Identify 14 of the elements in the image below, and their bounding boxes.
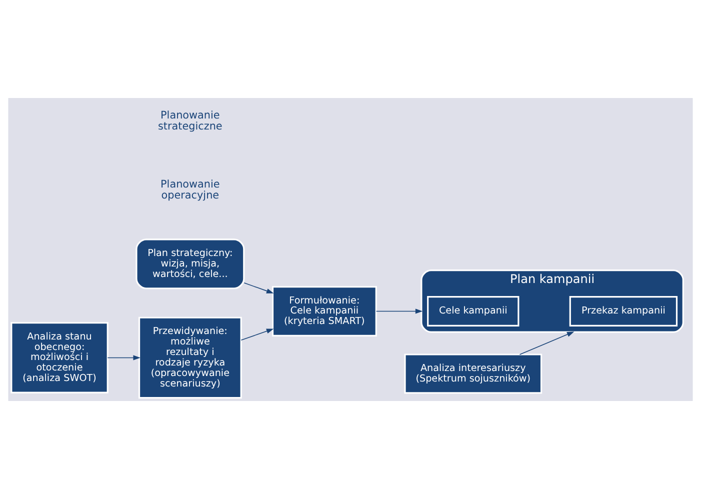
node-box: Plan strategiczny: wizja, misja, wartości, cele...	[136, 238, 245, 290]
label: Planowanie strategiczne	[158, 109, 222, 133]
arrow	[376, 308, 423, 314]
arrow	[244, 282, 274, 294]
node-box: Przewidywanie: możliwe rezultaty i rodzaje ryzyka (opracowywanie scenariuszy)	[138, 316, 242, 399]
node-box: Analiza stanu obecnego: możliwości i otoczenie (analiza SWOT)	[10, 322, 108, 394]
node-box: Cele kampanii	[427, 296, 520, 326]
arrow	[107, 355, 140, 360]
arrow	[519, 332, 574, 355]
node-box: Przekaz kampanii	[569, 296, 678, 326]
label: Planowanie operacyjne	[160, 178, 220, 202]
node-box: Formułowanie: Cele kampanii (kryteria SMART)	[272, 286, 377, 336]
node-box: Analiza interesariuszy (Spektrum sojuszników)	[404, 354, 542, 394]
arrow	[240, 328, 274, 341]
